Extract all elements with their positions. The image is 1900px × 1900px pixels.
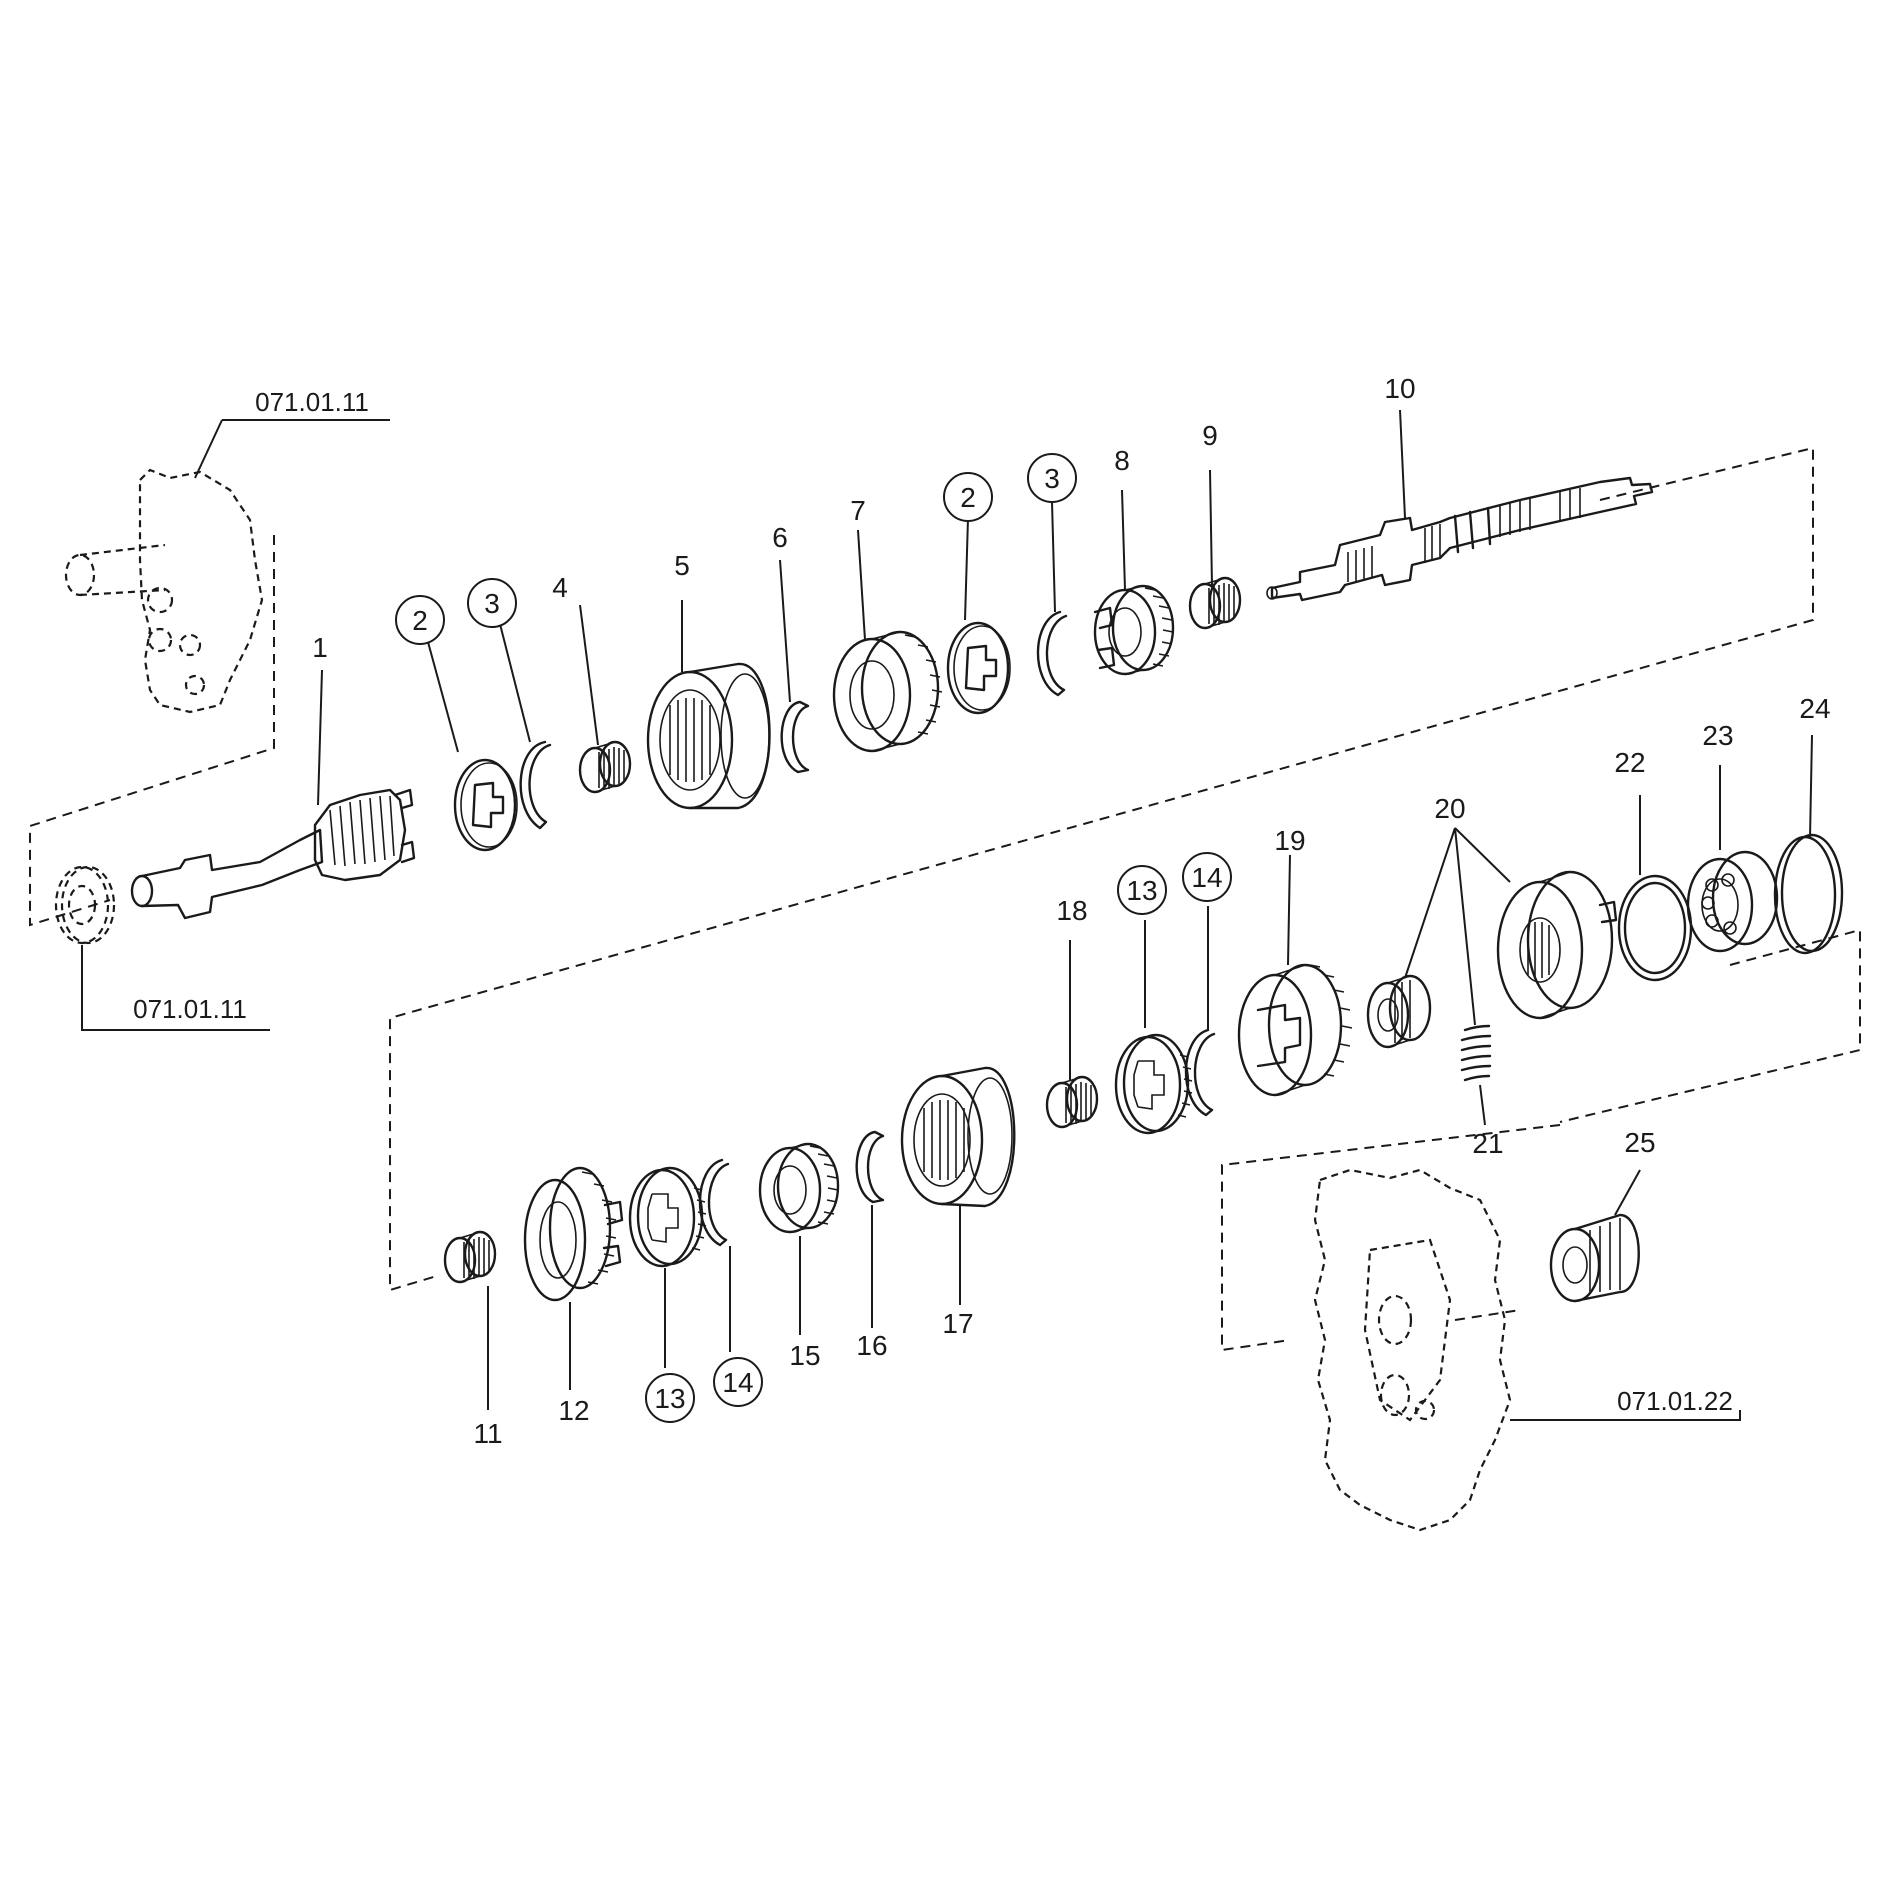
part-10-main-shaft bbox=[1266, 476, 1654, 602]
part-number-7: 7 bbox=[850, 495, 866, 526]
part-number-2b-circle bbox=[943, 472, 993, 522]
part-number-4: 4 bbox=[552, 572, 568, 603]
part-number-5: 5 bbox=[674, 550, 690, 581]
part-12-gear bbox=[523, 1166, 624, 1302]
part-20-hub-small bbox=[1366, 974, 1432, 1049]
part-2-retainer-b bbox=[946, 621, 1012, 715]
part-21-spring bbox=[1460, 1024, 1492, 1082]
part-number-13: 13 bbox=[654, 1383, 685, 1414]
part-number-15: 15 bbox=[789, 1340, 820, 1371]
part-number-14b: 14 bbox=[1191, 862, 1222, 893]
part-number-12: 12 bbox=[558, 1395, 589, 1426]
reference-label-top-left: 071.01.11 bbox=[255, 387, 369, 417]
leader-lines bbox=[81, 409, 1813, 1421]
part-number-3b: 3 bbox=[1044, 463, 1060, 494]
part-20-hub-large bbox=[1496, 870, 1618, 1020]
part-2-retainer bbox=[453, 758, 519, 852]
part-15-gear bbox=[758, 1142, 840, 1234]
part-19-gear bbox=[1237, 963, 1353, 1097]
part-number-11: 11 bbox=[473, 1418, 502, 1449]
part-17-sleeve bbox=[900, 1066, 1016, 1208]
part-number-2b: 2 bbox=[960, 482, 976, 513]
part-16-snap-ring bbox=[855, 1130, 885, 1204]
part-number-16: 16 bbox=[856, 1330, 887, 1361]
part-number-24: 24 bbox=[1799, 693, 1830, 724]
part-4-needle-bearing bbox=[578, 740, 632, 794]
part-11-needle-bearing bbox=[443, 1230, 497, 1284]
part-7-gear bbox=[832, 630, 943, 753]
part-number-8: 8 bbox=[1114, 445, 1130, 476]
part-number-23: 23 bbox=[1702, 720, 1733, 751]
part-3-circlip bbox=[519, 740, 552, 830]
part-number-13b: 13 bbox=[1126, 875, 1157, 906]
part-number-3: 3 bbox=[484, 588, 500, 619]
ghost-housing-bottom-right bbox=[1313, 1168, 1512, 1532]
part-number-3b-circle bbox=[1027, 453, 1077, 503]
reference-label-bottom-right: 071.01.22 bbox=[1617, 1386, 1733, 1416]
part-number-19: 19 bbox=[1274, 825, 1305, 856]
assembly-dashed-outline bbox=[29, 446, 1861, 1352]
part-number-14-circle bbox=[713, 1357, 763, 1407]
part-number-14: 14 bbox=[722, 1367, 753, 1398]
part-number-17: 17 bbox=[942, 1308, 973, 1339]
reference-label-bottom-left: 071.01.11 bbox=[133, 994, 247, 1024]
part-9-needle-bearing bbox=[1188, 576, 1242, 630]
part-13-sync-ring-b bbox=[1114, 1033, 1194, 1135]
part-number-9: 9 bbox=[1202, 420, 1218, 451]
part-number-14b-circle bbox=[1182, 852, 1232, 902]
part-14-circlip bbox=[698, 1158, 730, 1247]
part-24-snap-ring bbox=[1773, 833, 1844, 955]
part-25-bearing bbox=[1549, 1213, 1640, 1303]
part-number-1: 1 bbox=[312, 632, 328, 663]
part-8-gear bbox=[1093, 584, 1175, 676]
ghost-housing-top-left bbox=[64, 468, 264, 714]
part-14-circlip-b bbox=[1184, 1028, 1216, 1117]
part-22-o-ring bbox=[1617, 874, 1693, 982]
part-3-circlip-b bbox=[1036, 610, 1068, 697]
part-5-sleeve bbox=[646, 662, 771, 810]
part-number-20: 20 bbox=[1434, 793, 1465, 824]
part-number-25: 25 bbox=[1624, 1127, 1655, 1158]
part-1-input-shaft bbox=[130, 788, 416, 920]
part-number-10: 10 bbox=[1384, 373, 1415, 404]
part-number-13b-circle bbox=[1117, 865, 1167, 915]
ghost-bearing-bottom-left bbox=[54, 865, 116, 945]
part-number-18: 18 bbox=[1056, 895, 1087, 926]
part-number-13-circle bbox=[645, 1373, 695, 1423]
part-number-2-circle bbox=[395, 595, 445, 645]
part-number-2: 2 bbox=[412, 605, 428, 636]
part-23-ball-bearing bbox=[1686, 850, 1779, 953]
part-number-22: 22 bbox=[1614, 747, 1645, 778]
part-6-snap-ring bbox=[780, 700, 810, 774]
part-number-3-circle bbox=[467, 578, 517, 628]
part-13-sync-ring bbox=[628, 1166, 708, 1268]
part-number-21: 21 bbox=[1472, 1128, 1503, 1159]
part-18-needle-bearing bbox=[1045, 1075, 1099, 1129]
part-number-6: 6 bbox=[772, 522, 788, 553]
